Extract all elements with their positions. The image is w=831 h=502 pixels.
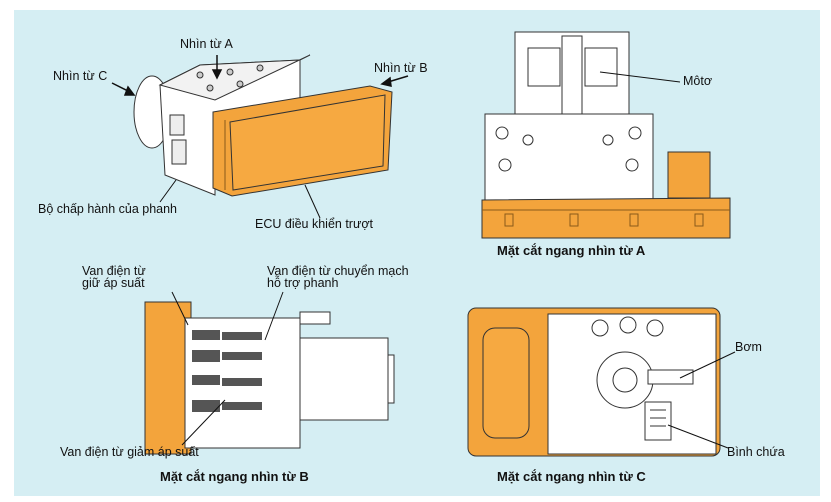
label-pump: Bơm (735, 340, 762, 354)
label-brake-actuator: Bộ chấp hành của phanh (38, 202, 178, 216)
actuator-top (158, 54, 311, 101)
section-c-view (467, 307, 721, 457)
label-switch-valve-line2: hỗ trợ phanh (267, 276, 339, 290)
port (169, 114, 185, 136)
bolt (236, 80, 244, 88)
bolt (256, 64, 264, 72)
connector (482, 327, 530, 439)
caption-section-a: Mặt cắt ngang nhìn từ A (497, 243, 646, 258)
bolt (206, 84, 214, 92)
leader-lines-bottom-right (667, 351, 736, 449)
caption-section-b: Mặt cắt ngang nhìn từ B (160, 469, 309, 484)
reservoir (644, 401, 672, 441)
leader-lines-bottom-left (171, 291, 284, 446)
label-reservoir: Bình chứa (727, 445, 785, 459)
ecu-tab (667, 151, 711, 199)
port (171, 139, 187, 165)
arrows (111, 55, 409, 96)
bolt (226, 68, 234, 76)
pump-piston (647, 369, 694, 385)
valve-stack (192, 330, 262, 412)
inlet-pipe (299, 311, 331, 325)
pump-body (484, 113, 654, 201)
motor-coil (584, 47, 618, 87)
caption-section-c: Mặt cắt ngang nhìn từ C (497, 469, 646, 484)
motor-coil (527, 47, 561, 87)
section-b-view (144, 301, 395, 455)
label-view-from-a: Nhìn từ A (180, 37, 233, 51)
leader-motor (599, 71, 681, 83)
label-view-from-c: Nhìn từ C (53, 69, 108, 83)
label-reduce-valve: Van điện từ giảm áp suất (60, 445, 199, 459)
actuator-3d-view (133, 54, 393, 197)
label-switch-valve-line1: Van điện từ chuyển mạch (267, 264, 409, 278)
ecu-face (229, 94, 386, 191)
label-view-from-b: Nhìn từ B (374, 61, 428, 75)
label-motor: Môtơ (683, 74, 713, 88)
ecu-plate (144, 301, 192, 455)
bolt (196, 71, 204, 79)
section-a-view (481, 31, 731, 239)
leader-lines-top-left (159, 179, 321, 219)
label-hold-valve-line1: Van điện từ (82, 264, 146, 278)
label-slip-control-ecu: ECU điều khiển trượt (255, 217, 373, 231)
ecu-base (481, 197, 731, 239)
motor-cylinder (299, 337, 389, 421)
label-hold-valve-line2: giữ áp suất (82, 276, 145, 290)
